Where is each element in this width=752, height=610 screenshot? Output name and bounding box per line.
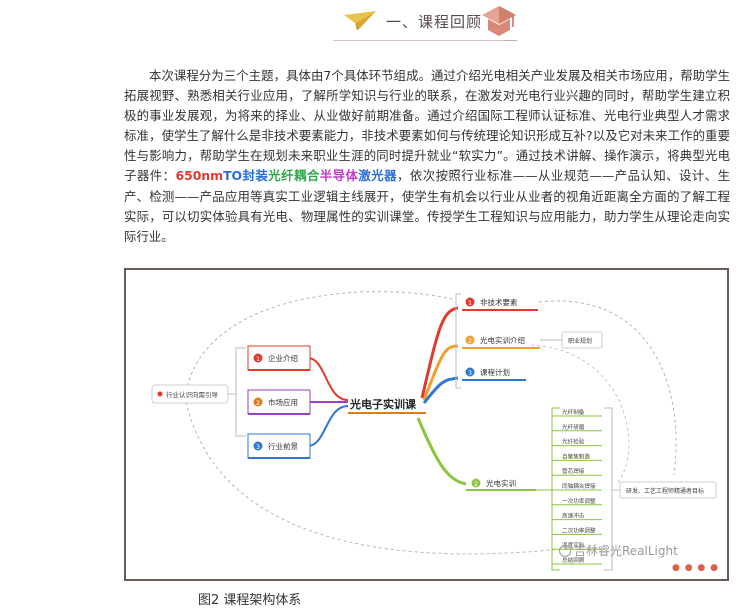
bottom-item: 同轴耦合焊接 xyxy=(562,482,596,490)
bottom-item-list: 光纤制备光纤研磨光纤检验自聚焦制造管芯焊接同轴耦合焊接一次功率调整高速冲击二次功… xyxy=(552,408,602,565)
bottom-side-label: 研发、工艺工程师精通者目标 xyxy=(626,487,704,495)
left-label-text: 行业认识向需引导 xyxy=(166,390,219,399)
device-semiconductor: 半导体 xyxy=(319,168,359,184)
dashed-arc-top xyxy=(185,291,457,393)
right-side-label: 职业规划 xyxy=(568,337,592,345)
dashed-arc-right2 xyxy=(530,344,630,486)
device-laser: 激光器 xyxy=(358,168,397,184)
left-label-dot xyxy=(157,391,163,397)
left-branch-2: 2 市场应用 xyxy=(247,389,311,415)
bottom-item: 光纤检验 xyxy=(562,438,585,446)
figure-caption: 图2 课程架构体系 xyxy=(198,593,302,608)
svg-text:市场应用: 市场应用 xyxy=(268,397,298,407)
dashed-arc-bottom xyxy=(185,401,597,555)
bottom-branch: 2 光电实训 xyxy=(466,478,536,491)
bottom-item: 温度实验 xyxy=(562,541,585,549)
right-branch-1: 1 非技术要素 xyxy=(462,297,538,311)
bottom-item: 高速冲击 xyxy=(562,512,585,520)
svg-text:非技术要素: 非技术要素 xyxy=(480,297,518,307)
svg-text:3: 3 xyxy=(256,444,260,451)
watermark-text: 吉林睿光RealLight xyxy=(574,544,678,558)
header-divider xyxy=(333,40,505,41)
svg-text:企业介绍: 企业介绍 xyxy=(268,353,298,363)
bottom-item: 一次功率调整 xyxy=(562,497,596,505)
course-description: 本次课程分为三个主题，具体由7个具体环节组成。通过介绍光电相关产业发展及相关市场… xyxy=(124,66,730,247)
svg-text:1: 1 xyxy=(256,356,260,363)
course-structure-mindmap: 行业认识向需引导 1 企业介绍 2 市场应用 3 行业前景 xyxy=(124,268,729,581)
left-branch-3: 3 行业前景 xyxy=(247,433,311,459)
mindmap-center: 光电子实训课 xyxy=(349,397,417,411)
svg-text:课程计划: 课程计划 xyxy=(480,367,510,377)
svg-text:2: 2 xyxy=(468,338,472,345)
section-title: 一、课程回顾 xyxy=(386,13,483,31)
device-coupling: 光纤耦合 xyxy=(268,168,320,184)
description-part2: ，依次按照行业标准——从业规范——产品认知、设计、生产、检测——产品应用等真实工… xyxy=(124,168,731,244)
mindmap-canvas: 行业认识向需引导 1 企业介绍 2 市场应用 3 行业前景 xyxy=(151,291,717,571)
more-dots-icon: ● ● ● ● xyxy=(672,563,719,573)
bottom-item: 二次功率调整 xyxy=(562,526,596,534)
bottom-item: 自聚焦制造 xyxy=(562,452,590,460)
watermark: 吉林睿光RealLight xyxy=(559,542,678,559)
left-branch-1: 1 企业介绍 xyxy=(247,345,311,371)
graduation-cap-icon xyxy=(482,6,516,36)
svg-text:2: 2 xyxy=(256,400,260,407)
description-part1: 本次课程分为三个主题，具体由7个具体环节组成。通过介绍光电相关产业发展及相关市场… xyxy=(124,68,730,184)
right-branch-2: 2 光电实训介绍 xyxy=(462,335,540,349)
svg-text:光电实训介绍: 光电实训介绍 xyxy=(480,335,525,345)
svg-text:2: 2 xyxy=(474,481,478,488)
header-divider-accent xyxy=(505,40,517,41)
right-side-label-box xyxy=(561,331,603,349)
device-package: TO封装 xyxy=(223,168,269,184)
right-branch-3: 3 课程计划 xyxy=(462,367,526,381)
bottom-item: 总结回顾 xyxy=(562,556,585,564)
bottom-item: 管芯焊接 xyxy=(562,467,585,475)
wechat-icon xyxy=(559,545,571,557)
svg-text:1: 1 xyxy=(468,300,472,307)
bottom-item: 光纤研磨 xyxy=(562,423,585,431)
paper-plane-icon xyxy=(344,11,376,30)
bottom-item: 光纤制备 xyxy=(562,408,585,416)
bottom-side-label-box xyxy=(619,481,717,499)
svg-text:行业前景: 行业前景 xyxy=(268,441,298,451)
section-header: 一、课程回顾 xyxy=(0,0,752,44)
dashed-arc-right xyxy=(538,300,677,476)
svg-text:3: 3 xyxy=(468,370,472,377)
svg-text:光电实训: 光电实训 xyxy=(486,478,516,488)
device-wavelength: 650nm xyxy=(175,168,224,184)
